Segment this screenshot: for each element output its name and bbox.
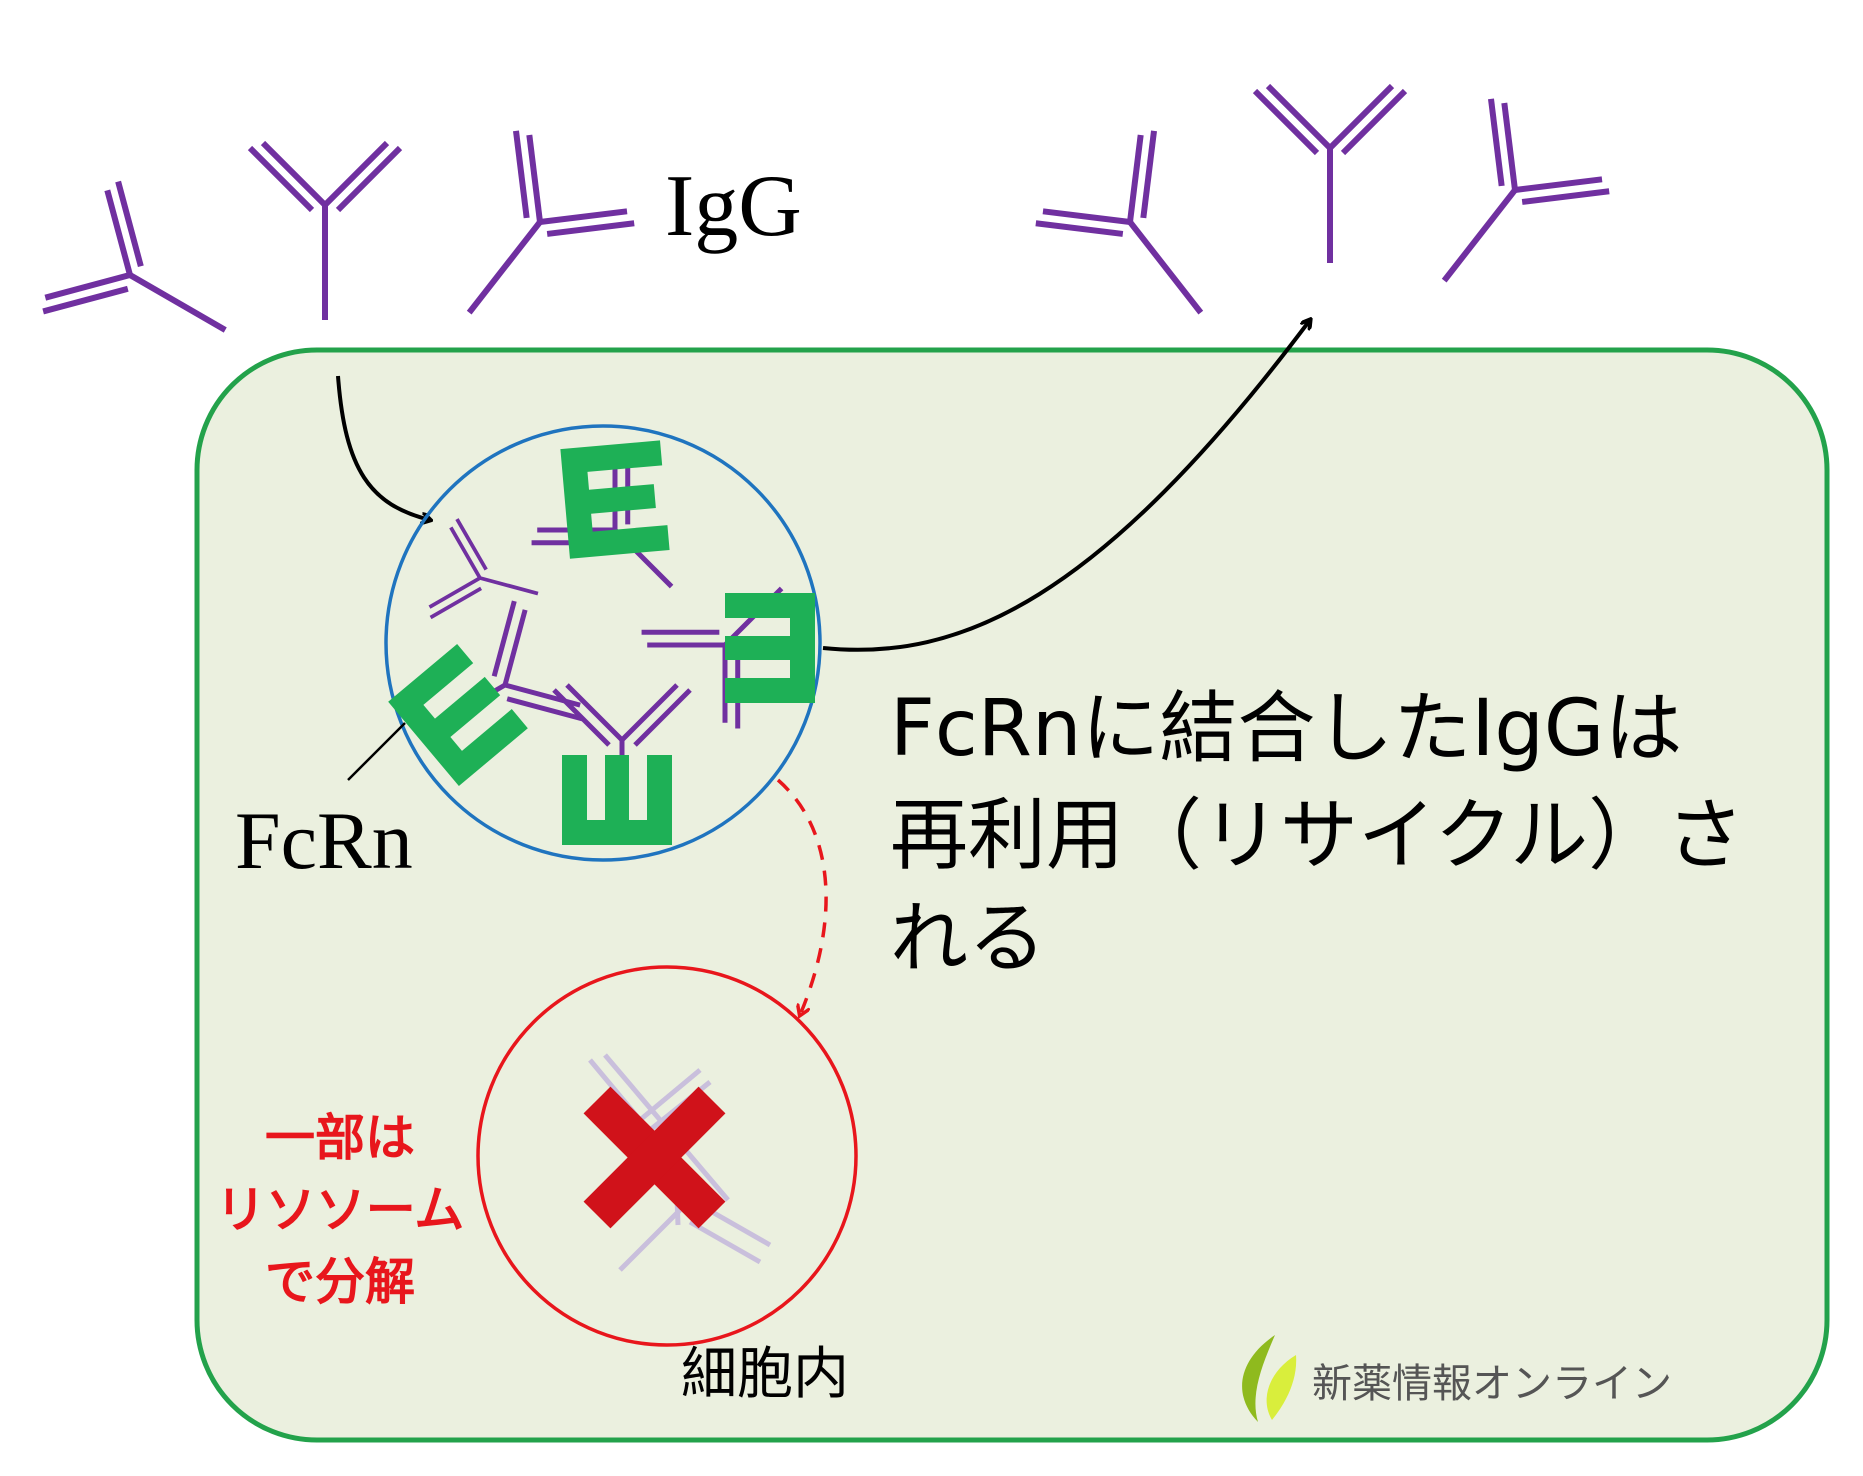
- recycle-caption-line1: FcRnに結合したIgGは: [890, 684, 1682, 774]
- degrade-caption-line2: リソソーム: [216, 1181, 465, 1239]
- lysosome: [476, 965, 858, 1347]
- fcrn-receptor: [388, 643, 528, 787]
- uptake-arrow: [336, 375, 430, 520]
- fcrn-receptor: [562, 755, 672, 845]
- fcrn-receptor: [560, 440, 670, 559]
- leaf-icon: [1242, 1335, 1297, 1422]
- igg-antibodies-extracellular-left: [42, 130, 635, 333]
- recycling-arrow: [822, 320, 1310, 652]
- igg-antibody: [466, 130, 635, 315]
- igg-antibody: [247, 140, 403, 320]
- logo: 新薬情報オンライン: [1242, 1335, 1672, 1422]
- degrade-caption-line1: 一部は: [265, 1109, 415, 1167]
- logo-text: 新薬情報オンライン: [1312, 1361, 1672, 1407]
- cell-interior-label: 細胞内: [681, 1342, 849, 1407]
- fcrn-label: FcRn: [235, 795, 413, 886]
- igg-antibody: [428, 518, 539, 620]
- fcrn-receptor: [725, 593, 815, 703]
- degradation-cross-icon: [583, 1086, 726, 1229]
- igg-antibody: [1035, 130, 1204, 315]
- degrade-caption-line3: で分解: [265, 1253, 415, 1311]
- fcrn-receptors: [388, 440, 815, 845]
- igg-antibody: [1441, 98, 1610, 283]
- degradation-arrow: [776, 778, 828, 1015]
- recycle-caption-line2: 再利用（リサイクル）さ: [890, 791, 1744, 881]
- cell: [194, 347, 1830, 1443]
- igg-antibody: [1252, 83, 1408, 263]
- igg-antibody: [42, 180, 227, 333]
- endosome: [384, 424, 822, 862]
- igg-antibodies-extracellular-right: [1035, 83, 1610, 315]
- igg-label: IgG: [665, 158, 802, 255]
- fcrn-pointer-line: [347, 722, 406, 781]
- recycle-caption-line3: れる: [890, 894, 1046, 984]
